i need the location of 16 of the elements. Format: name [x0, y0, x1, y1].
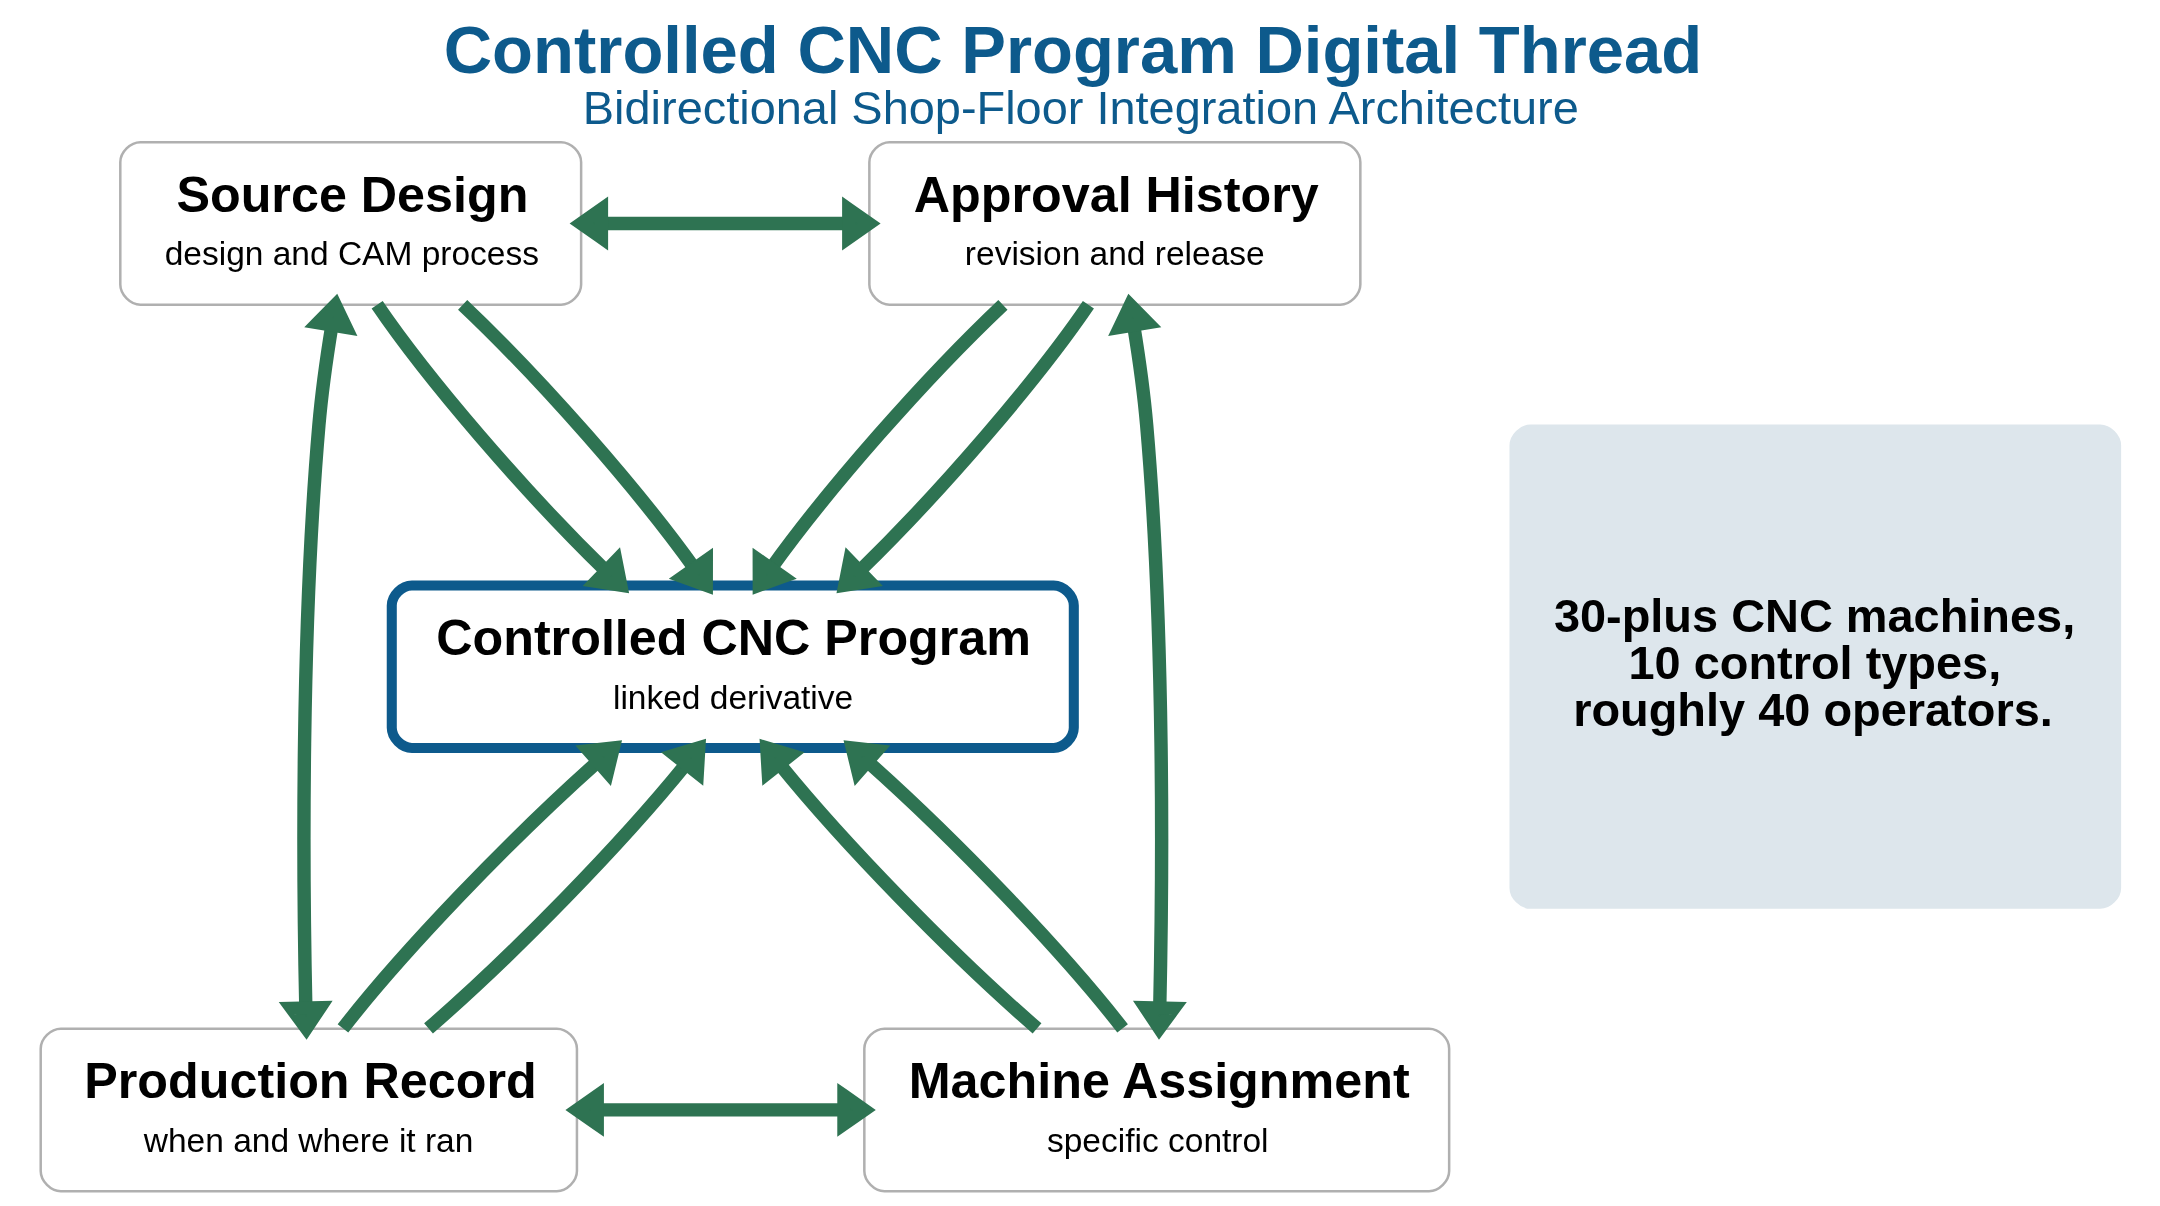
- arrow: [564, 1082, 876, 1137]
- arrow: [457, 299, 713, 595]
- arrow: [759, 738, 1041, 1034]
- arrow: [278, 293, 357, 1040]
- node-box: Production Record when and where it ran: [38, 1027, 578, 1193]
- arrow: [337, 740, 622, 1033]
- node-box: Machine Assignment specific control: [862, 1027, 1450, 1193]
- node-box: 30-plus CNC machines, 10 control types, roughly 40 operators.: [1509, 424, 2121, 909]
- arrow: [752, 299, 1008, 595]
- arrow: [843, 740, 1128, 1033]
- node-box: Source Design design and CAM process: [118, 140, 582, 306]
- arrow: [423, 738, 706, 1034]
- node-box: Controlled CNC Program linked derivative: [386, 580, 1079, 753]
- node-box: Approval History revision and release: [867, 140, 1362, 306]
- arrow: [1107, 293, 1187, 1040]
- arrow: [569, 196, 881, 251]
